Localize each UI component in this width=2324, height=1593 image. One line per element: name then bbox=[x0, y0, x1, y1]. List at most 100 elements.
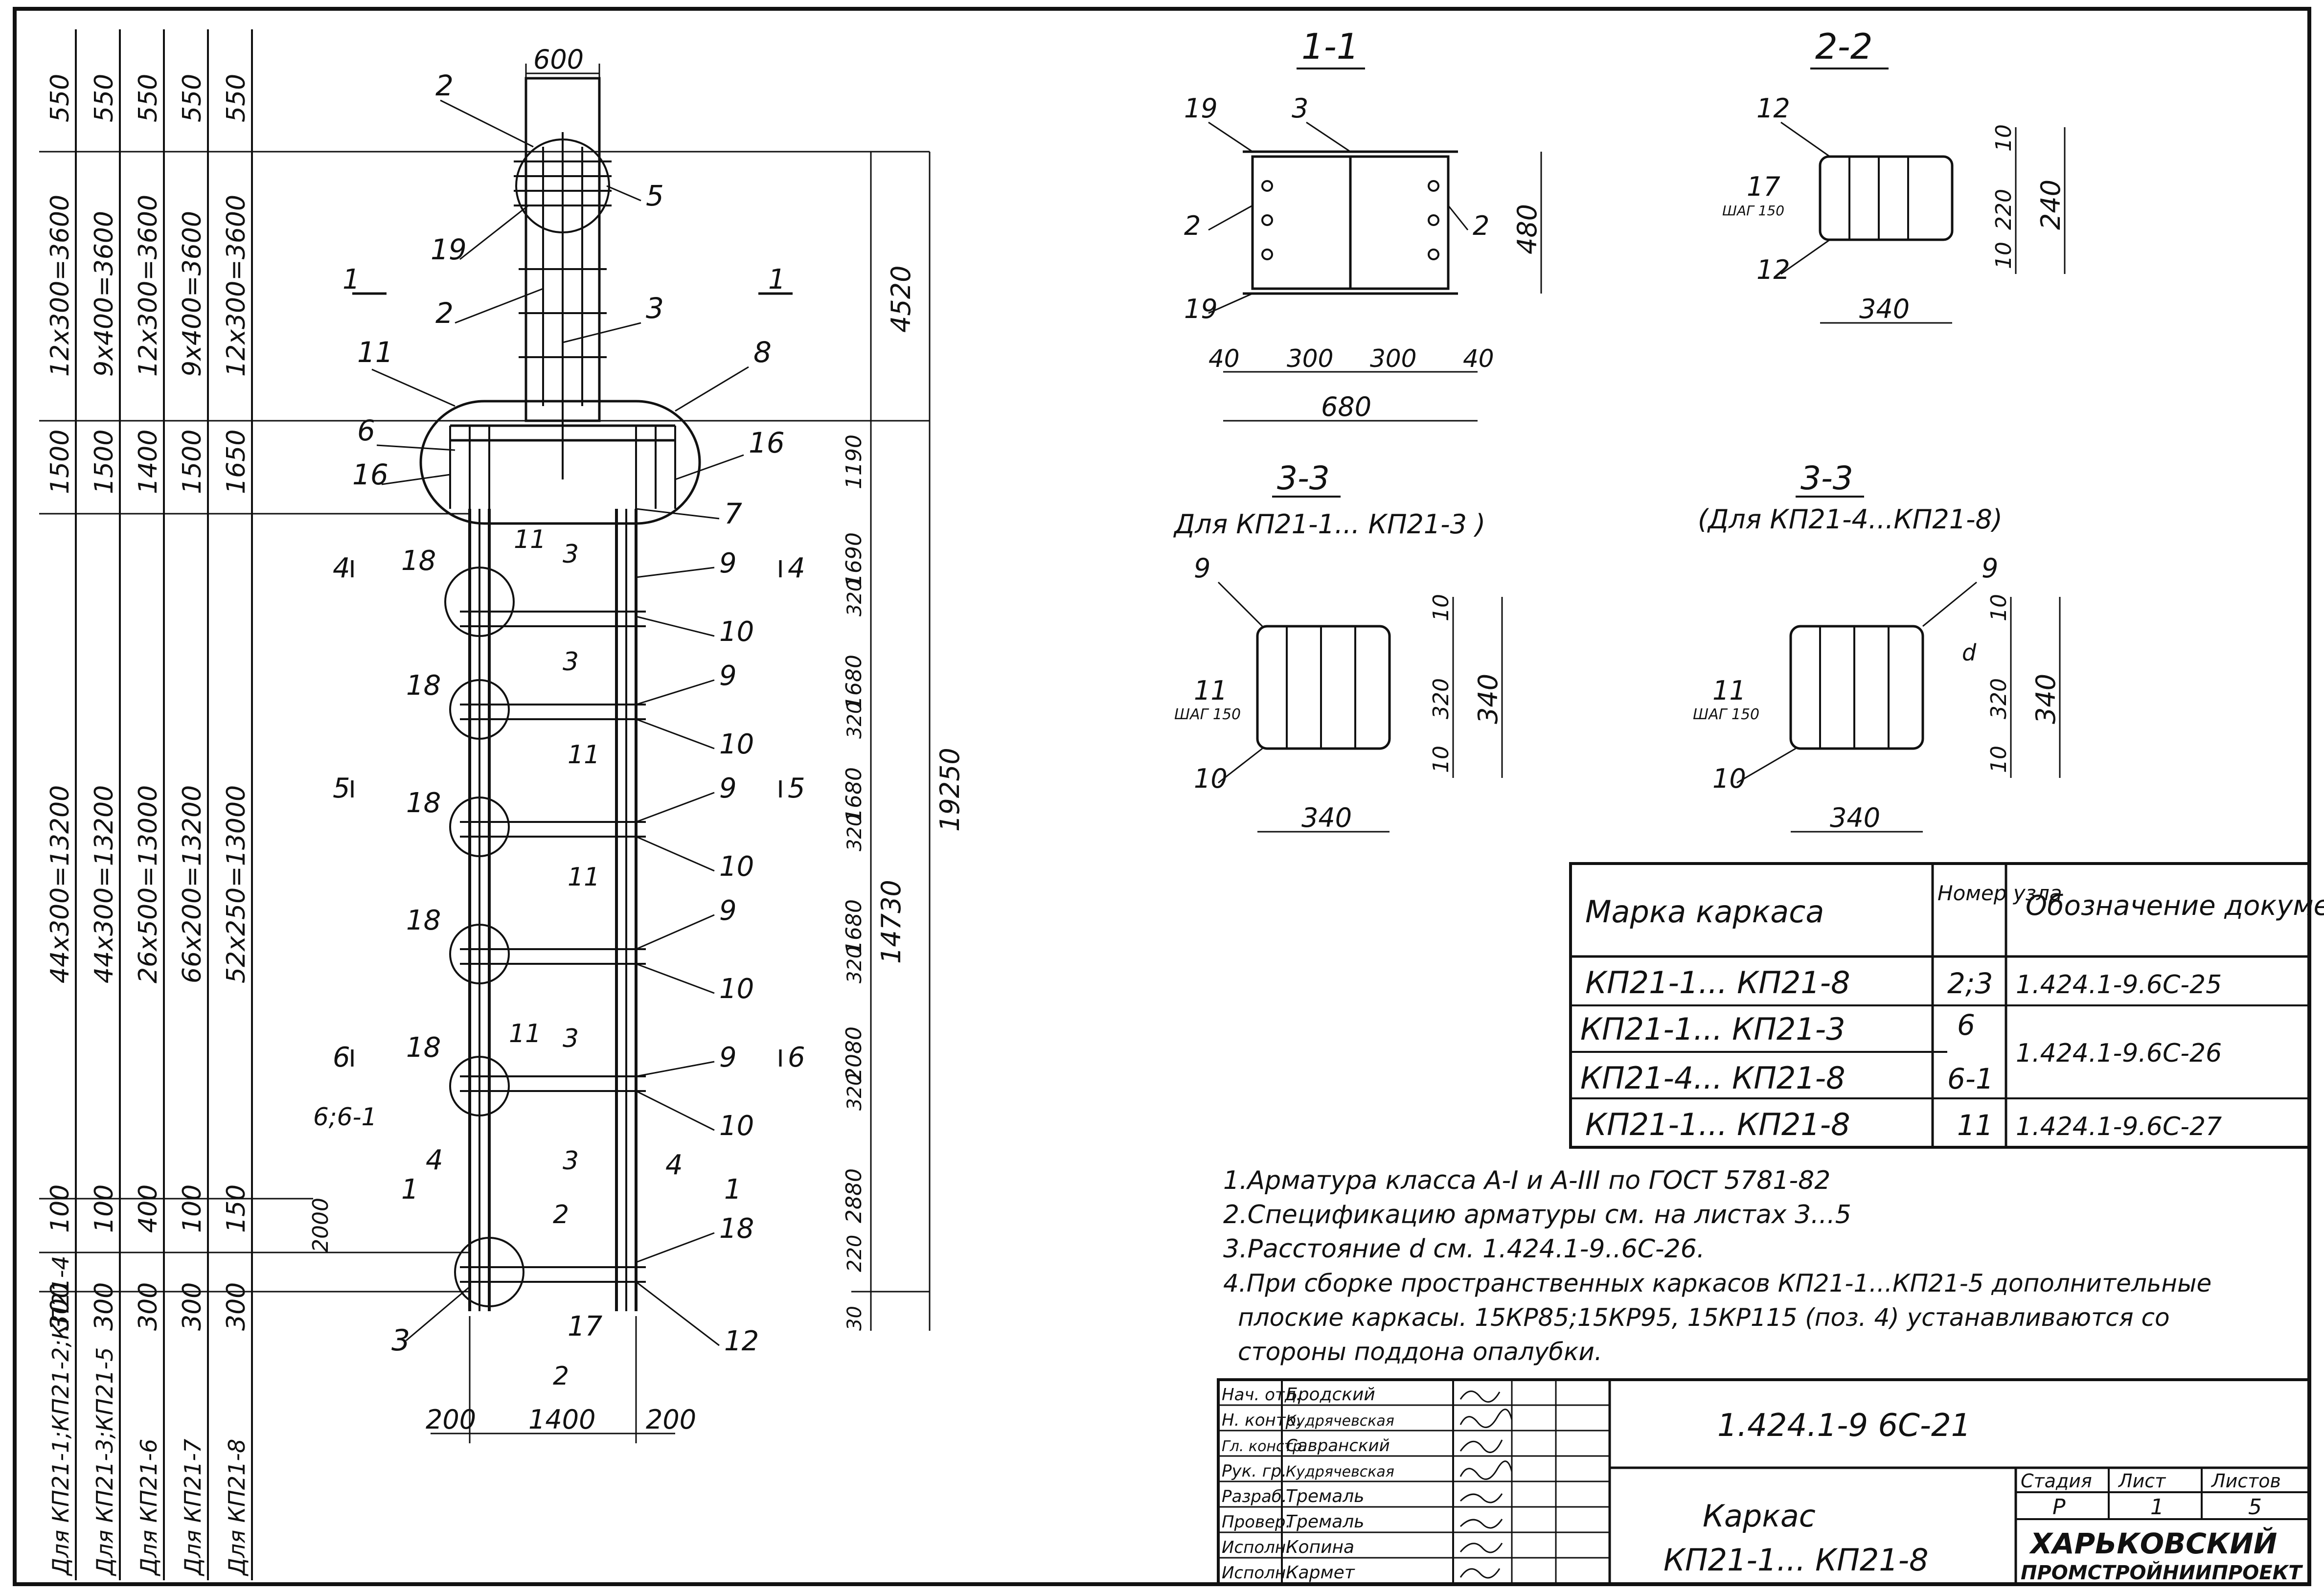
elevation-callouts: 2 5 19 2 3 11 8 6 16 16 7 bbox=[352, 69, 785, 530]
object-title-1: Каркас bbox=[1703, 1498, 1816, 1534]
svg-text:Рук. гр.: Рук. гр. bbox=[1222, 1461, 1287, 1481]
svg-text:4: 4 bbox=[665, 1149, 683, 1181]
col4-caption: Для КП21-7 bbox=[180, 1439, 206, 1576]
svg-text:6: 6 bbox=[788, 1042, 805, 1073]
bottom-dim-3: 200 bbox=[646, 1404, 696, 1435]
left-dim-2000: 2000 bbox=[308, 1198, 333, 1252]
callout-6: 6 bbox=[357, 414, 375, 447]
right-dim-2880: 2880 bbox=[842, 1168, 866, 1223]
col3-lower: 26x500=13000 bbox=[134, 785, 163, 983]
svg-text:12: 12 bbox=[724, 1325, 759, 1357]
svg-text:11: 11 bbox=[1957, 1109, 1993, 1142]
svg-text:320: 320 bbox=[1429, 678, 1454, 719]
svg-text:10: 10 bbox=[1429, 746, 1454, 773]
col5-top: 550 bbox=[222, 74, 251, 122]
right-dim-220: 220 bbox=[843, 1235, 866, 1272]
svg-text:6;6-1: 6;6-1 bbox=[313, 1103, 377, 1131]
svg-text:2: 2 bbox=[553, 1200, 569, 1229]
col4-lower: 66x200=13200 bbox=[178, 785, 207, 983]
svg-text:КП21-1... КП21-3: КП21-1... КП21-3 bbox=[1580, 1011, 1846, 1047]
svg-text:18: 18 bbox=[719, 1213, 754, 1245]
right-dim-1680c: 1680 bbox=[842, 899, 866, 954]
left-table-col-5: 550 12x300=3600 1650 52x250=13000 150 30… bbox=[222, 74, 251, 1576]
section-3-3b-title: 3-3 bbox=[1800, 459, 1853, 497]
svg-text:6: 6 bbox=[333, 1042, 350, 1073]
bottom-dim-1: 200 bbox=[426, 1404, 476, 1435]
col5-base: 300 bbox=[222, 1282, 251, 1331]
svg-text:10: 10 bbox=[1986, 594, 2011, 621]
col4-bottom: 100 bbox=[178, 1184, 207, 1233]
callout-2-mid: 2 bbox=[435, 296, 454, 330]
svg-text:10: 10 bbox=[719, 616, 754, 648]
section-1-1: 1-1 19 3 2 2 19 40 300 300 40 680 480 bbox=[1184, 26, 1543, 422]
svg-text:18: 18 bbox=[406, 787, 441, 819]
col1-lower: 44x300=13200 bbox=[46, 785, 75, 983]
svg-text:Разраб.: Разраб. bbox=[1222, 1487, 1287, 1506]
svg-text:КП21-1... КП21-8: КП21-1... КП21-8 bbox=[1585, 965, 1850, 1001]
note-2: 2.Спецификацию арматуры см. на листах 3.… bbox=[1223, 1200, 1851, 1229]
svg-text:КП21-4... КП21-8: КП21-4... КП21-8 bbox=[1580, 1060, 1846, 1096]
svg-text:КП21-1... КП21-8: КП21-1... КП21-8 bbox=[1585, 1107, 1850, 1142]
section-2-2: 2-2 12 17 ШАГ 150 12 340 10 220 10 240 bbox=[1722, 26, 2066, 324]
section-3-3b-height: 340 bbox=[2030, 674, 2061, 724]
col2-bottom: 100 bbox=[90, 1184, 119, 1233]
callout-8: 8 bbox=[753, 336, 772, 369]
svg-text:Н. контр.: Н. контр. bbox=[1222, 1411, 1301, 1430]
col4-mid: 1500 bbox=[178, 430, 207, 494]
svg-text:Исполн.: Исполн. bbox=[1222, 1538, 1291, 1557]
organization-2: ПРОМСТРОЙНИИПРОЕКТ bbox=[2021, 1561, 2303, 1584]
col4-base: 300 bbox=[178, 1282, 207, 1331]
svg-text:10: 10 bbox=[1991, 124, 2016, 152]
object-title-2: КП21-1... КП21-8 bbox=[1663, 1542, 1929, 1578]
svg-text:2: 2 bbox=[1184, 210, 1201, 241]
col1-caption: Для КП21-1;КП21-2;КП21-4 bbox=[47, 1255, 74, 1576]
note-4c: стороны поддона опалубки. bbox=[1238, 1338, 1602, 1366]
svg-text:3: 3 bbox=[563, 1024, 579, 1053]
overall-dim-19250: 19250 bbox=[934, 748, 965, 832]
svg-text:Исполн.: Исполн. bbox=[1222, 1563, 1291, 1583]
svg-text:10: 10 bbox=[719, 851, 754, 883]
svg-text:1.424.1-9.6С-25: 1.424.1-9.6С-25 bbox=[2016, 970, 2222, 1000]
col3-base: 300 bbox=[134, 1282, 163, 1331]
svg-text:3: 3 bbox=[563, 540, 579, 569]
svg-text:12: 12 bbox=[1756, 254, 1790, 285]
svg-text:Кармет: Кармет bbox=[1286, 1563, 1355, 1583]
col5-lower: 52x250=13000 bbox=[222, 785, 251, 983]
col1-upper: 12x300=3600 bbox=[46, 195, 75, 377]
right-dim-1690: 1690 bbox=[842, 532, 866, 587]
svg-text:17: 17 bbox=[1747, 171, 1780, 202]
svg-text:Тремаль: Тремаль bbox=[1286, 1486, 1364, 1506]
svg-text:9: 9 bbox=[719, 660, 737, 692]
svg-text:17: 17 bbox=[568, 1311, 603, 1343]
svg-text:3: 3 bbox=[1292, 93, 1308, 124]
callout-3: 3 bbox=[646, 292, 664, 325]
svg-text:320: 320 bbox=[1986, 678, 2011, 719]
svg-text:3: 3 bbox=[563, 647, 579, 677]
note-1: 1.Арматура класса А-I и А-III по ГОСТ 57… bbox=[1223, 1166, 1830, 1195]
col2-top: 550 bbox=[90, 74, 119, 122]
svg-text:1.424.1-9.6С-27: 1.424.1-9.6С-27 bbox=[2016, 1112, 2222, 1141]
right-dim-320a: 320 bbox=[843, 579, 866, 616]
svg-text:10: 10 bbox=[1194, 763, 1228, 794]
svg-text:12: 12 bbox=[1756, 93, 1790, 124]
svg-text:6-1: 6-1 bbox=[1947, 1062, 1994, 1095]
left-table-col-3: 550 12x300=3600 1400 26x500=13000 400 30… bbox=[134, 74, 163, 1576]
spec-table: Марка каркаса Номер узла Обозначение док… bbox=[1569, 862, 2324, 1149]
bottom-dim-2: 1400 bbox=[528, 1404, 595, 1435]
title-block: Нач. отд. Бродский Н. контр. Кудрячевска… bbox=[1217, 1378, 2311, 1586]
section-2-2-height: 240 bbox=[2035, 180, 2066, 230]
notes: 1.Арматура класса А-I и А-III по ГОСТ 57… bbox=[1223, 1166, 2211, 1366]
svg-text:10: 10 bbox=[1712, 763, 1746, 794]
section-3-3a-title: 3-3 bbox=[1277, 459, 1330, 497]
section-1-1-title: 1-1 bbox=[1301, 26, 1359, 67]
svg-text:Бродский: Бродский bbox=[1286, 1385, 1375, 1405]
svg-text:9: 9 bbox=[1194, 553, 1210, 584]
section-3-3-a: 3-3 Для КП21-1... КП21-3 ) 9 11 ШАГ 150 … bbox=[1173, 459, 1504, 833]
note-3: 3.Расстояние d см. 1.424.1-9..6С-26. bbox=[1223, 1234, 1705, 1264]
svg-text:19: 19 bbox=[1184, 294, 1218, 324]
col4-top: 550 bbox=[178, 74, 207, 122]
svg-text:10: 10 bbox=[1429, 594, 1454, 621]
section-3-3a-width: 340 bbox=[1301, 802, 1352, 833]
svg-text:9: 9 bbox=[719, 895, 737, 927]
col1-bottom: 100 bbox=[46, 1184, 75, 1233]
